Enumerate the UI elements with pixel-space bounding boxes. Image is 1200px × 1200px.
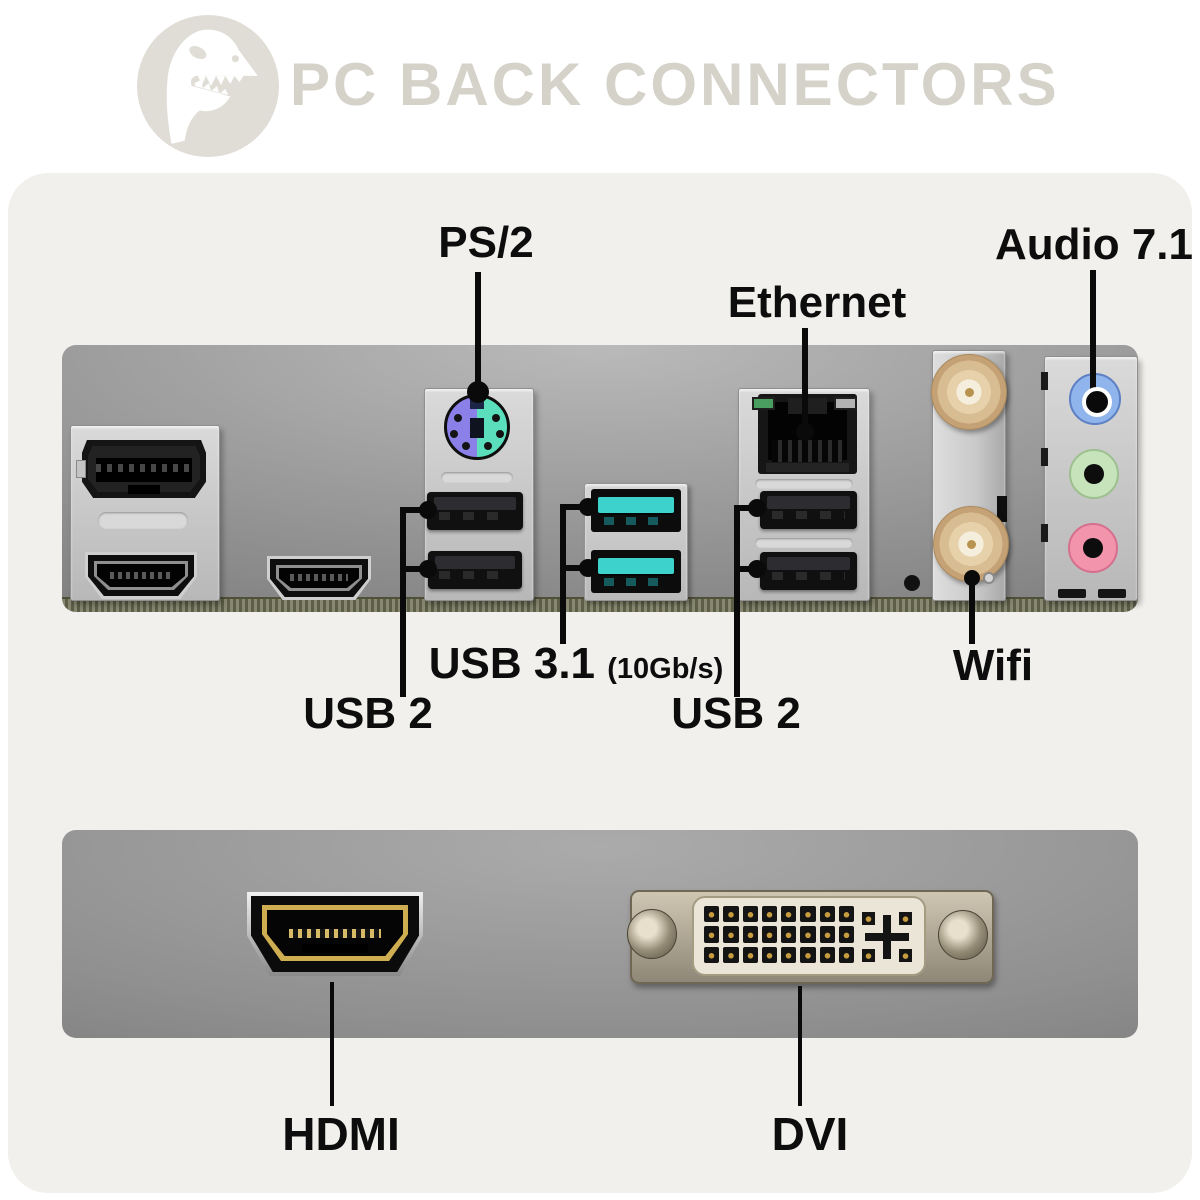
callout-dot bbox=[796, 423, 814, 441]
bracket-groove bbox=[441, 472, 513, 483]
callout-line bbox=[560, 565, 592, 571]
callout-dot bbox=[1082, 387, 1112, 417]
label-ps2: PS/2 bbox=[438, 218, 534, 267]
usb2-port bbox=[760, 491, 857, 529]
label-dvi: DVI bbox=[771, 1108, 849, 1160]
callout-line bbox=[400, 566, 432, 572]
dvi-analog-section bbox=[862, 912, 912, 962]
callout-line bbox=[560, 504, 566, 644]
label-usb31-speed: (10Gb/s) bbox=[607, 653, 724, 685]
ps2-port bbox=[444, 394, 510, 460]
ethernet-led-green bbox=[752, 397, 775, 410]
callout-dot bbox=[748, 560, 766, 578]
callout-dot bbox=[579, 559, 597, 577]
usb2-port bbox=[428, 551, 522, 589]
callout-dot bbox=[748, 499, 766, 517]
callout-dot bbox=[419, 560, 437, 578]
panel-dot bbox=[904, 575, 920, 591]
callout-dot bbox=[467, 381, 489, 403]
t-rex-icon bbox=[137, 15, 279, 157]
dvi-screw-post bbox=[627, 909, 677, 959]
ethernet-led-gray bbox=[834, 397, 857, 410]
callout-dot bbox=[964, 570, 980, 586]
bracket-groove bbox=[755, 479, 853, 489]
callout-line bbox=[969, 584, 975, 644]
hdmi-port-middle bbox=[267, 556, 371, 600]
label-usb31: USB 3.1 (10Gb/s) bbox=[428, 639, 724, 688]
bracket-notch bbox=[1041, 372, 1048, 390]
usb2-port bbox=[760, 552, 857, 590]
hdmi-port-top bbox=[85, 552, 197, 599]
callout-line bbox=[802, 328, 808, 432]
label-audio: Audio 7.1 bbox=[994, 220, 1194, 269]
usb3-stack bbox=[584, 483, 688, 601]
label-wifi: Wifi bbox=[952, 641, 1034, 690]
callout-dot bbox=[579, 498, 597, 516]
bracket-groove bbox=[755, 538, 853, 548]
label-usb31-text: USB 3.1 bbox=[428, 639, 596, 688]
audio-jack-mic bbox=[1068, 523, 1118, 573]
bracket-tab bbox=[76, 460, 86, 478]
label-ethernet: Ethernet bbox=[727, 278, 907, 327]
usb3-port bbox=[591, 489, 681, 532]
dvi-pin-grid bbox=[704, 906, 854, 963]
callout-line bbox=[1090, 270, 1096, 400]
displayport-port bbox=[82, 440, 206, 498]
bracket-groove bbox=[98, 512, 188, 529]
label-usb2-left: USB 2 bbox=[303, 689, 433, 738]
usb2-port bbox=[427, 492, 523, 530]
callout-line bbox=[330, 982, 334, 1106]
callout-line bbox=[475, 272, 481, 392]
bracket-foot bbox=[1058, 589, 1086, 598]
page-title: PC BACK CONNECTORS bbox=[290, 51, 1060, 118]
bracket-notch bbox=[997, 496, 1007, 522]
bracket-notch bbox=[1041, 524, 1048, 542]
callout-line bbox=[734, 505, 740, 697]
wifi-antenna-connector bbox=[931, 354, 1007, 430]
usb3-port bbox=[591, 550, 681, 593]
callout-line bbox=[400, 507, 406, 697]
bracket-notch bbox=[1041, 448, 1048, 466]
audio-jack-line-out bbox=[1069, 449, 1119, 499]
callout-line bbox=[798, 986, 802, 1106]
dvi-screw-post bbox=[938, 910, 988, 960]
label-usb2-right: USB 2 bbox=[671, 689, 801, 738]
hdmi-port-large bbox=[247, 892, 423, 976]
callout-dot bbox=[419, 501, 437, 519]
wifi-antenna-connector bbox=[933, 506, 1009, 582]
label-hdmi: HDMI bbox=[282, 1108, 400, 1160]
callout-line bbox=[400, 507, 432, 513]
bracket-foot bbox=[1098, 589, 1126, 598]
screw-hole bbox=[983, 572, 995, 584]
callout-line bbox=[560, 504, 592, 510]
